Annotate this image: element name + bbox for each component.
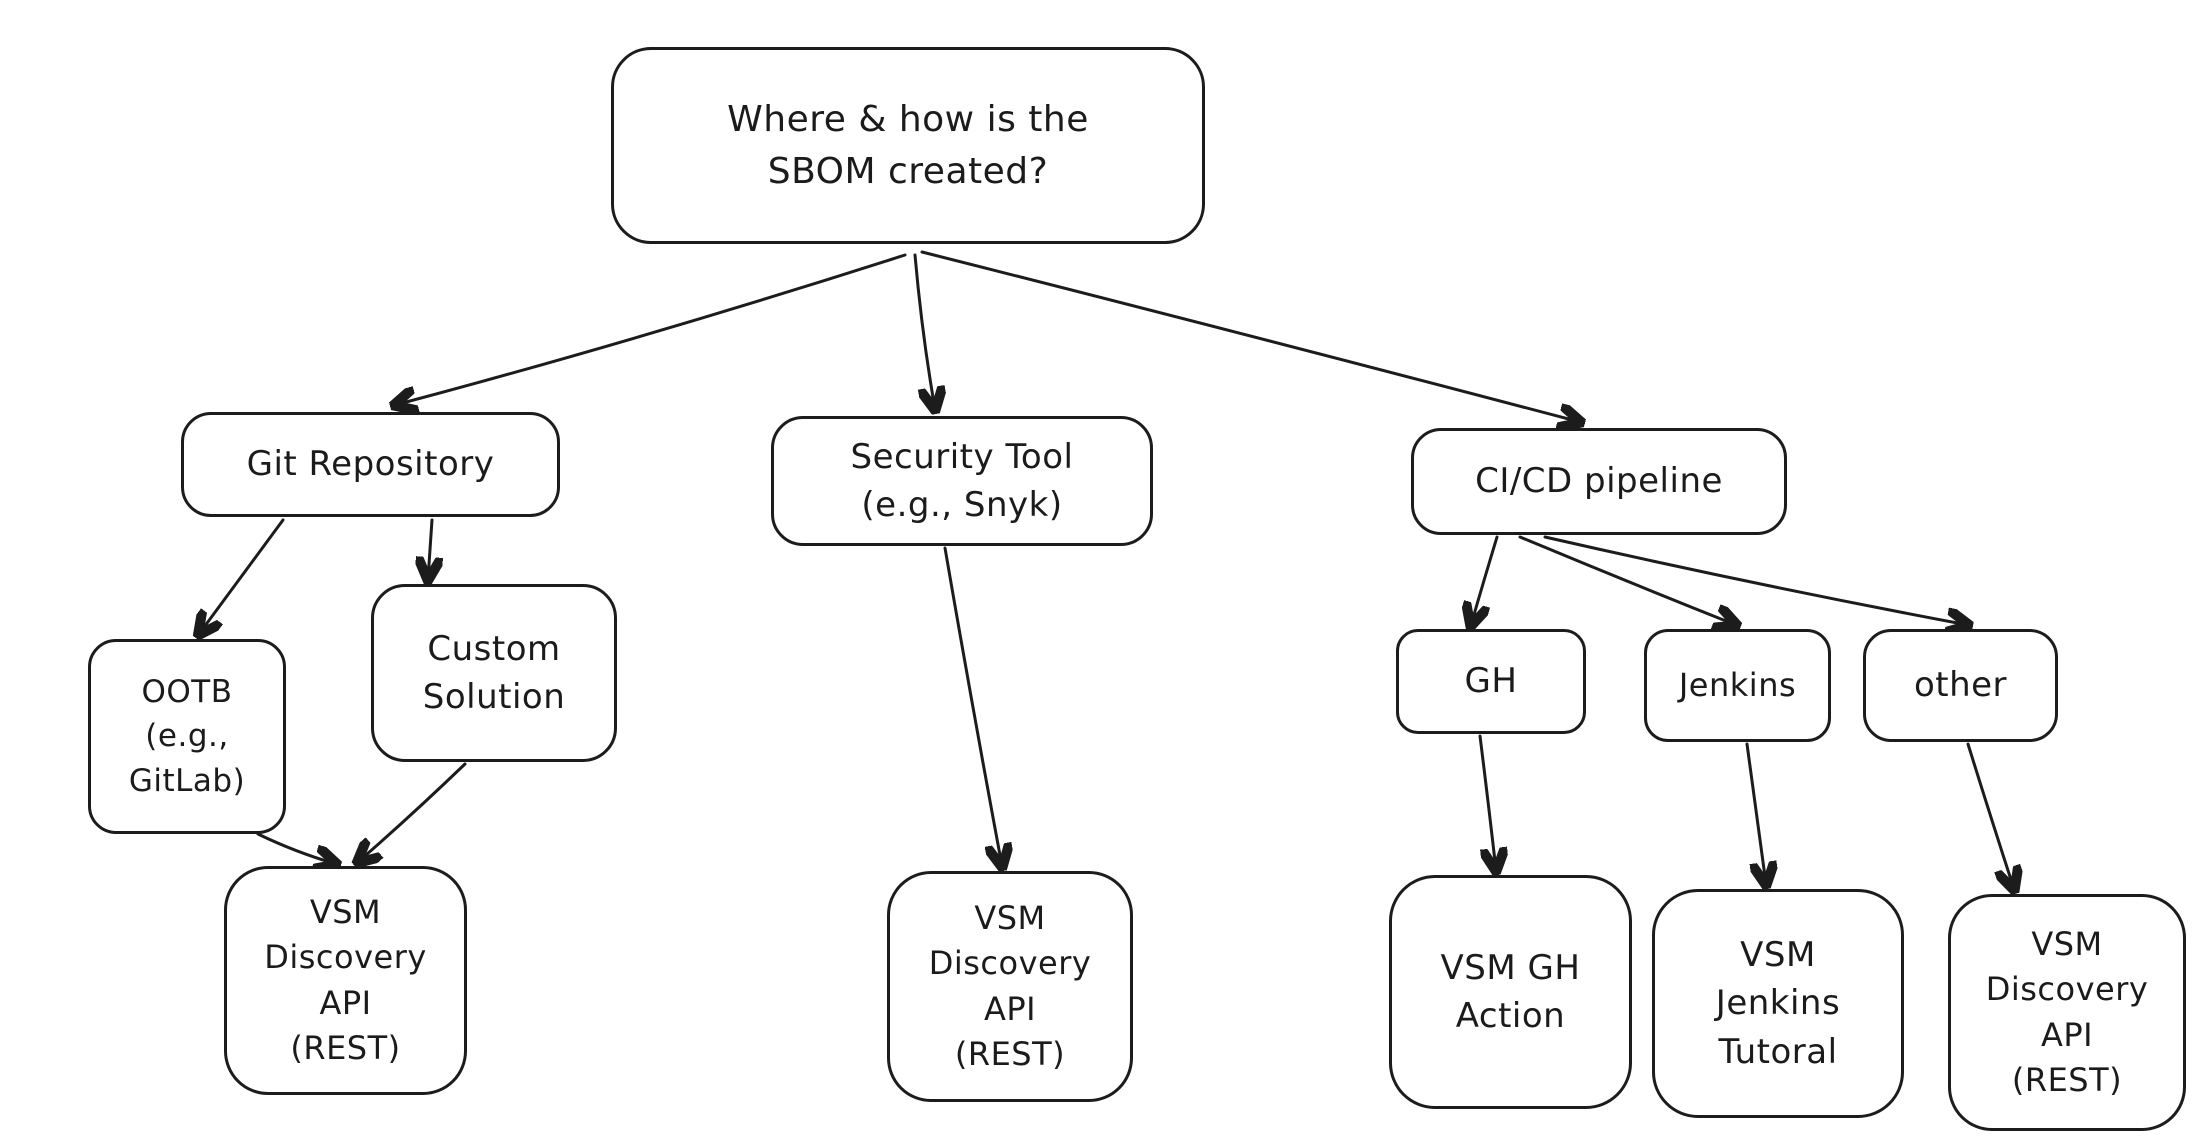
edge-other-to-vsm-api-other (1966, 742, 2014, 889)
node-gh[interactable]: GH (1396, 629, 1586, 734)
node-vsm-discovery-api-security[interactable]: VSM Discovery API (REST) (887, 871, 1133, 1102)
edge-root-to-git-repository (395, 253, 907, 405)
edge-root-to-security-tool (913, 253, 935, 409)
node-cicd-pipeline[interactable]: CI/CD pipeline (1411, 428, 1787, 535)
node-jenkins[interactable]: Jenkins (1644, 629, 1831, 742)
edge-git-to-ootb (199, 518, 285, 634)
node-vsm-discovery-api-security-label: VSM Discovery API (REST) (928, 898, 1092, 1073)
edge-custom-to-vsm-api-git (358, 762, 467, 862)
node-sbom-question[interactable]: Where & how is the SBOM created? (611, 47, 1205, 244)
node-security-tool[interactable]: Security Tool (e.g., Snyk) (771, 416, 1153, 546)
node-other[interactable]: other (1863, 629, 2058, 742)
node-vsm-jenkins-tutorial[interactable]: VSM Jenkins Tutoral (1652, 889, 1904, 1118)
edge-root-to-cicd-pipeline (920, 250, 1580, 422)
node-vsm-discovery-api-git-label: VSM Discovery API (REST) (264, 892, 427, 1067)
node-custom-solution[interactable]: Custom Solution (371, 584, 617, 762)
edge-cicd-to-gh (1471, 535, 1499, 625)
node-ootb-gitlab-label: OOTB (e.g., GitLab) (128, 674, 246, 799)
edge-cicd-to-jenkins (1518, 535, 1736, 625)
node-sbom-question-label: Where & how is the SBOM created? (727, 99, 1089, 192)
node-ootb-gitlab[interactable]: OOTB (e.g., GitLab) (88, 639, 286, 834)
node-custom-solution-label: Custom Solution (422, 628, 566, 717)
edge-ootb-to-vsm-api-git (256, 832, 336, 864)
node-git-repository-label: Git Repository (246, 444, 495, 485)
edge-cicd-to-other (1543, 535, 1968, 625)
node-vsm-discovery-api-git[interactable]: VSM Discovery API (REST) (224, 866, 467, 1095)
node-cicd-pipeline-label: CI/CD pipeline (1475, 461, 1723, 502)
edge-security-to-vsm-api-sec (943, 546, 1002, 866)
node-git-repository[interactable]: Git Repository (181, 412, 560, 517)
node-gh-label: GH (1464, 661, 1518, 702)
node-vsm-discovery-api-other[interactable]: VSM Discovery API (REST) (1948, 894, 2186, 1131)
node-other-label: other (1913, 665, 2008, 706)
node-vsm-gh-action[interactable]: VSM GH Action (1389, 875, 1632, 1109)
edge-jenkins-to-vsm-jenkins (1745, 742, 1766, 884)
node-vsm-discovery-api-other-label: VSM Discovery API (REST) (1985, 924, 2149, 1099)
node-vsm-gh-action-label: VSM GH Action (1440, 947, 1581, 1036)
edge-gh-to-vsm-gh-action (1478, 734, 1496, 870)
node-jenkins-label: Jenkins (1678, 665, 1797, 704)
node-vsm-jenkins-tutorial-label: VSM Jenkins Tutoral (1715, 935, 1841, 1072)
node-security-tool-label: Security Tool (e.g., Snyk) (850, 436, 1074, 525)
edge-git-to-custom-solution (428, 518, 432, 579)
